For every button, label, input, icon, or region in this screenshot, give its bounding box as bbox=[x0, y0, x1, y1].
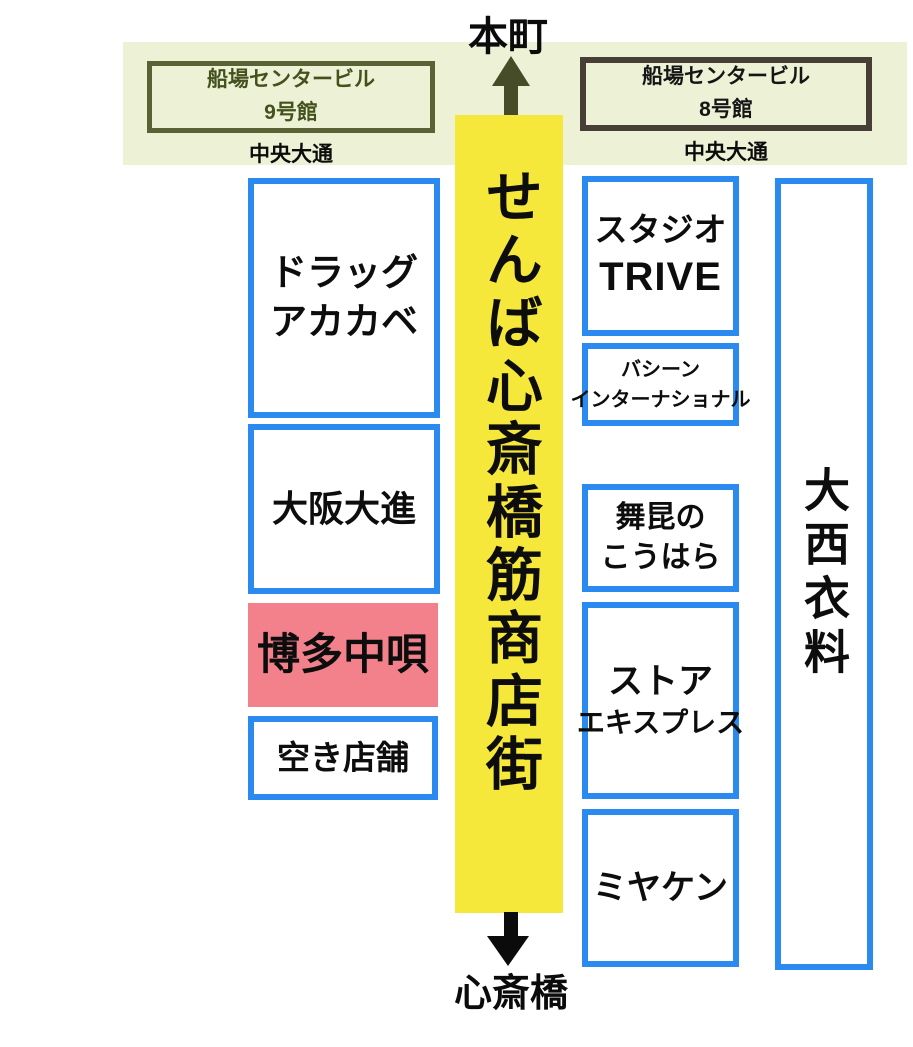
south-arrow-icon bbox=[487, 936, 529, 966]
shotengai-strip: せんば心斎橋筋商店街 bbox=[455, 115, 563, 913]
shop-box-maikon-no-kohara: 舞昆の こうはら bbox=[582, 484, 739, 592]
semba-center-bldg-9-box: 船場センタービル 9号館 bbox=[147, 61, 435, 133]
shop-label: ストア bbox=[607, 661, 713, 701]
shop-box-studio-trive: スタジオ TRIVE bbox=[582, 176, 739, 336]
building-number: 8号館 bbox=[699, 98, 753, 121]
building-number: 9号館 bbox=[264, 101, 318, 124]
shop-label: エキスプレス bbox=[576, 707, 745, 739]
shop-label: ミヤケン bbox=[593, 868, 728, 907]
shop-box-store-express: ストア エキスプレス bbox=[577, 602, 744, 799]
shop-label: TRIVE bbox=[599, 255, 722, 300]
north-arrow-icon bbox=[492, 56, 530, 86]
shop-box-osaka-daishin: 大阪大進 bbox=[248, 424, 440, 594]
south-destination-label: 心斎橋 bbox=[453, 973, 569, 1015]
chuo-odori-label-right: 中央大通 bbox=[684, 141, 768, 164]
building-name: 船場センタービル bbox=[642, 65, 810, 89]
shop-label: インターナショナル bbox=[570, 388, 751, 411]
shop-label: ドラッグ bbox=[270, 252, 418, 294]
shop-box-onishi-iryo: 大西衣料 bbox=[775, 178, 873, 970]
semba-center-bldg-8-box: 船場センタービル 8号館 bbox=[580, 57, 872, 131]
shop-label: スタジオ bbox=[594, 210, 727, 248]
shop-label: こうはら bbox=[600, 541, 721, 574]
building-name: 船場センタービル bbox=[207, 68, 375, 92]
shop-label: アカカベ bbox=[270, 301, 418, 342]
north-destination-label: 本町 bbox=[468, 15, 548, 59]
chuo-odori-label-left: 中央大通 bbox=[249, 143, 333, 166]
shotengai-name: せんば心斎橋筋商店街 bbox=[477, 167, 542, 797]
shop-box-drug-akakabe: ドラッグ アカカベ bbox=[248, 178, 440, 418]
south-arrow-icon-shaft bbox=[504, 912, 518, 937]
shop-label: 空き店舗 bbox=[277, 739, 409, 777]
shop-label: 博多中唄 bbox=[257, 630, 429, 679]
shop-box-hakata-nakauta-highlighted: 博多中唄 bbox=[248, 603, 438, 707]
shop-box-vacant-store: 空き店舗 bbox=[248, 716, 438, 800]
shop-label: 大西衣料 bbox=[798, 466, 850, 682]
shop-label: 舞昆の bbox=[615, 501, 706, 535]
north-arrow-icon-shaft bbox=[504, 85, 518, 117]
shop-label: バシーン bbox=[621, 358, 700, 381]
shop-box-miyaken: ミヤケン bbox=[582, 809, 739, 967]
shop-box-basheen-international: バシーン インターナショナル bbox=[571, 343, 751, 426]
shop-label: 大阪大進 bbox=[271, 488, 416, 530]
